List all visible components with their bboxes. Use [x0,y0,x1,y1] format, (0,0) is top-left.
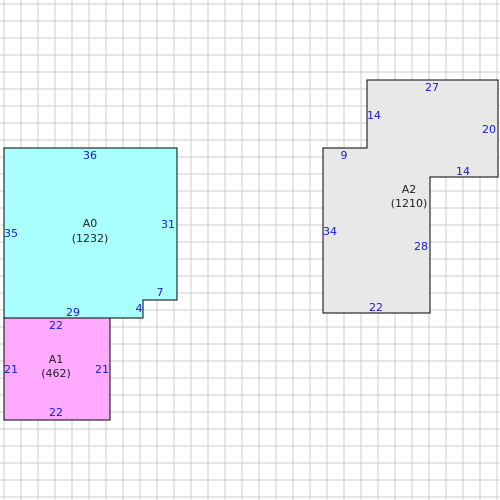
area-a0-dim-step-right: 7 [157,286,164,299]
area-a2-dim-step-side: 14 [367,109,381,122]
area-a1-area: (462) [41,367,71,380]
area-a0-dim-step-bottom: 4 [136,302,143,315]
area-a1-dim-bottom: 22 [49,406,63,419]
area-a2-dim-right: 20 [482,123,496,136]
area-a2-dim-bottom: 22 [369,301,383,314]
area-a1-dim-top: 22 [49,319,63,332]
area-a0[interactable]: 36 31 7 4 29 35 A0 (1232) [3,147,178,319]
area-a0-dim-top: 36 [83,149,97,162]
area-a2-dim-left: 34 [323,225,337,238]
area-a2[interactable]: 27 20 14 28 22 34 9 14 A2 (1210) [322,79,499,314]
area-a0-dim-bottom: 29 [66,306,80,319]
area-a1-name: A1 [49,353,64,366]
area-a2-shape[interactable] [322,79,499,314]
area-a0-dim-left: 35 [4,227,18,240]
area-a0-dim-right: 31 [161,218,175,231]
area-a2-dim-notch-side: 28 [414,240,428,253]
area-a2-dim-step-top: 9 [341,149,348,162]
area-a0-name: A0 [83,217,98,230]
area-a1[interactable]: 22 21 22 21 A1 (462) [3,317,111,421]
area-a2-area: (1210) [391,197,428,210]
area-a0-area: (1232) [72,232,109,245]
area-a2-dim-top: 27 [425,81,439,94]
area-a2-dim-notch-top: 14 [456,165,470,178]
area-a2-name: A2 [402,183,417,196]
area-a1-dim-right: 21 [95,363,109,376]
area-a1-dim-left: 21 [4,363,18,376]
area-a1-shape[interactable] [3,317,111,421]
